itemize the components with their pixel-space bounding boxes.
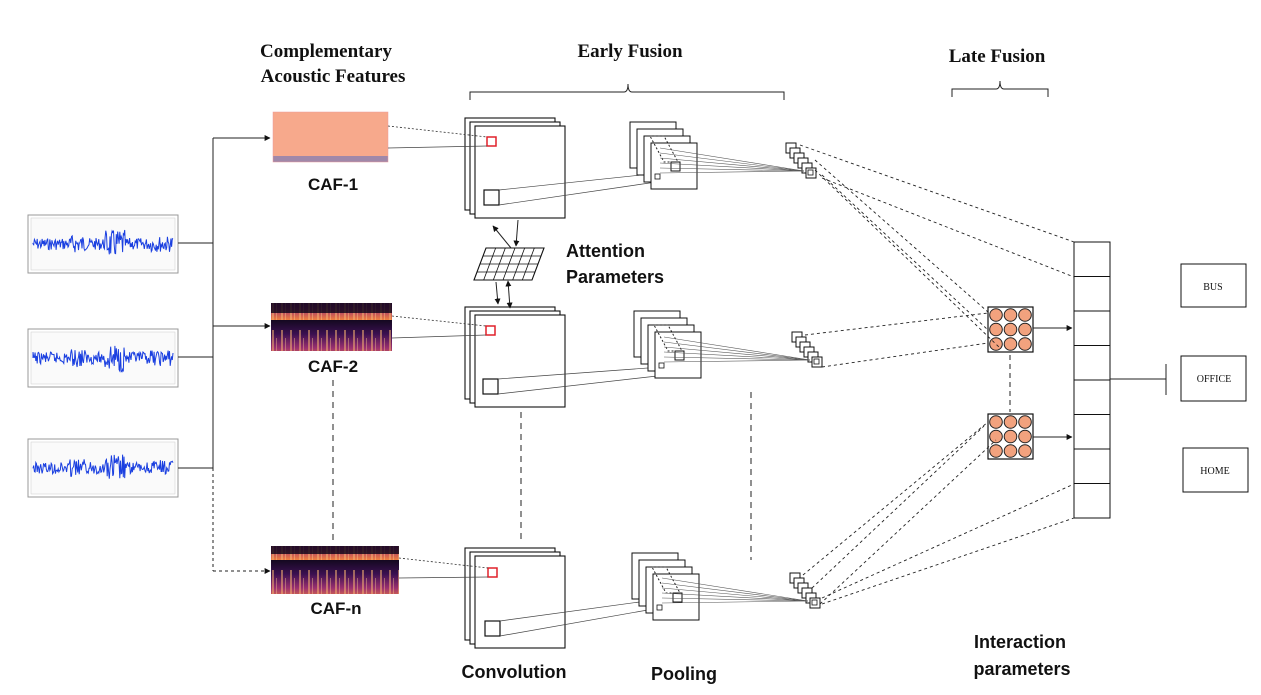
class-box-office: OFFICE (1180, 355, 1247, 402)
fusion-vector (1073, 241, 1111, 519)
interaction-label-line2: parameters (973, 659, 1070, 679)
attention-arrow-up1 (492, 225, 512, 249)
attention-arrow-up2 (513, 219, 520, 247)
early-fusion-brace (469, 83, 785, 100)
conv-stack-1 (464, 117, 566, 219)
input-routing (178, 135, 271, 574)
feature-stack-2 (791, 331, 823, 368)
class-label-home: HOME (1200, 466, 1229, 477)
interaction-label-line1: Interaction (974, 632, 1066, 652)
class-label-office: OFFICE (1197, 374, 1231, 385)
cafn-spectrogram (271, 546, 399, 594)
pooling-stack-2 (633, 310, 702, 379)
caf2-label: CAF-2 (308, 357, 358, 376)
cafn-label: CAF-n (311, 599, 362, 618)
late-fusion-brace (951, 80, 1049, 97)
feature-stack-1 (785, 142, 817, 179)
dashed-connections (659, 144, 1075, 605)
waveform-3 (27, 438, 179, 498)
waveform-1 (27, 214, 179, 274)
caf2-spectrogram (271, 303, 392, 351)
caf-title-line2: Acoustic Features (261, 66, 406, 87)
class-label-bus: BUS (1203, 282, 1222, 293)
feature-stack-n (789, 572, 821, 609)
caf1-label: CAF-1 (308, 175, 358, 194)
interaction-node-grid-1 (987, 306, 1034, 353)
pooling-stack-1 (629, 121, 698, 190)
pooling-label: Pooling (651, 664, 717, 684)
attention-arrow-down (505, 280, 513, 309)
late-fusion-title: Late Fusion (949, 46, 1046, 67)
conv-stack-n (464, 547, 566, 649)
attention-label-line2: Parameters (566, 267, 664, 287)
waveform-2 (27, 328, 179, 388)
class-box-home: HOME (1182, 447, 1249, 493)
attention-grid (473, 247, 545, 281)
early-fusion-title: Early Fusion (577, 41, 682, 62)
caf1-feature-map (272, 111, 389, 163)
interaction-node-grid-2 (987, 413, 1034, 460)
conv-stack-2 (464, 306, 566, 408)
class-box-bus: BUS (1180, 263, 1247, 308)
convolution-label: Convolution (462, 662, 567, 682)
caf-title-line1: Complementary (260, 41, 392, 62)
attention-label-line1: Attention (566, 241, 645, 261)
